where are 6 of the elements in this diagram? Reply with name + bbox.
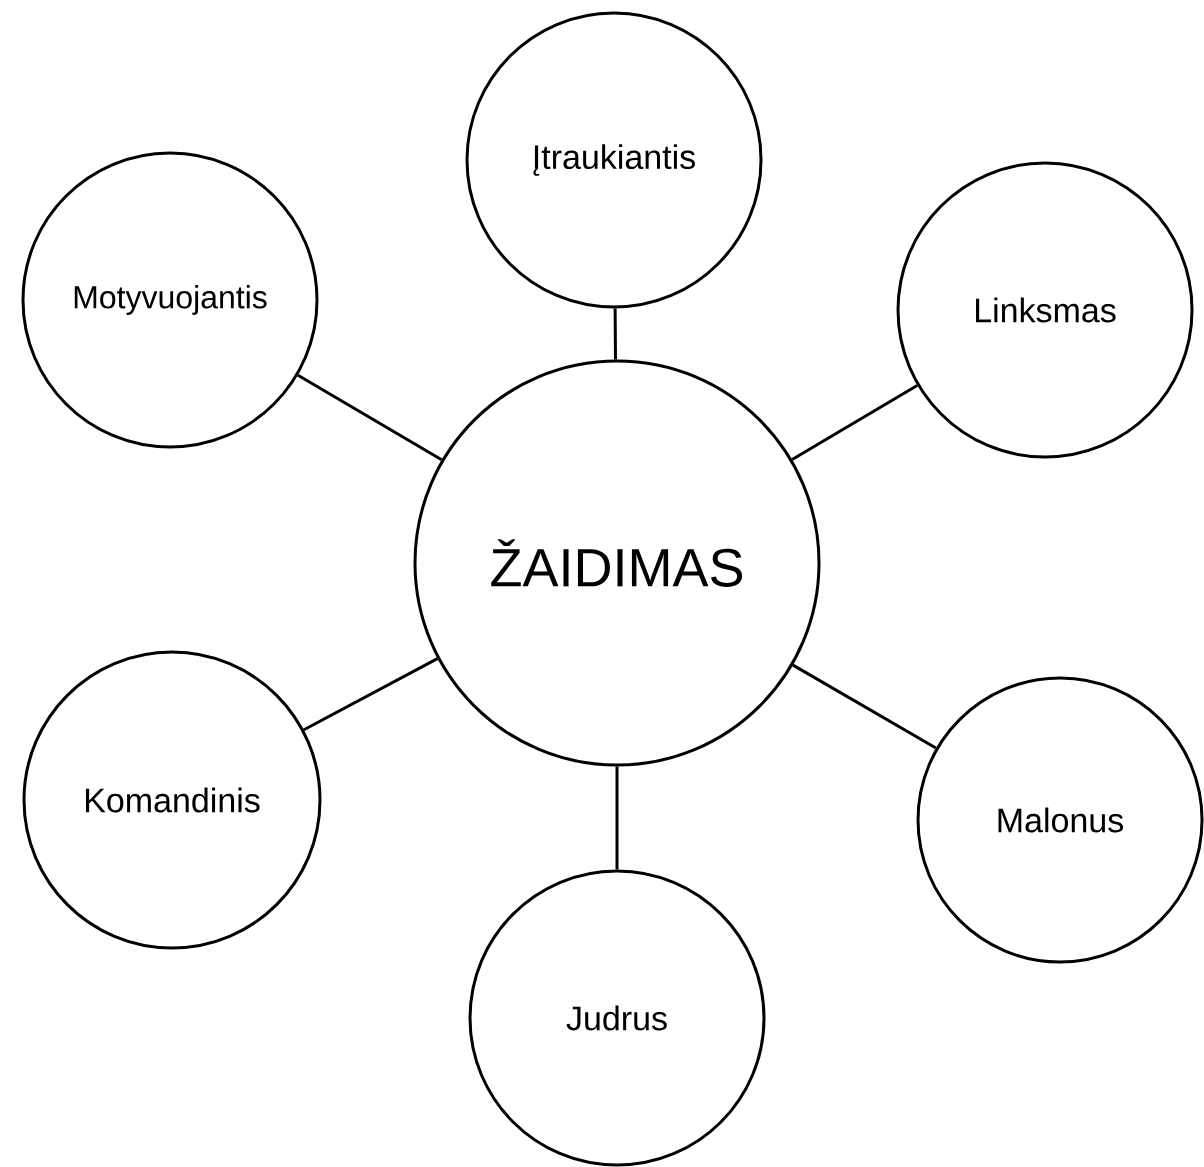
connector-line: [303, 657, 439, 732]
connector-line: [792, 663, 937, 750]
connector-line: [791, 384, 918, 461]
connector-line: [613, 308, 617, 360]
connector-line: [615, 766, 619, 870]
connector-line: [297, 374, 443, 462]
